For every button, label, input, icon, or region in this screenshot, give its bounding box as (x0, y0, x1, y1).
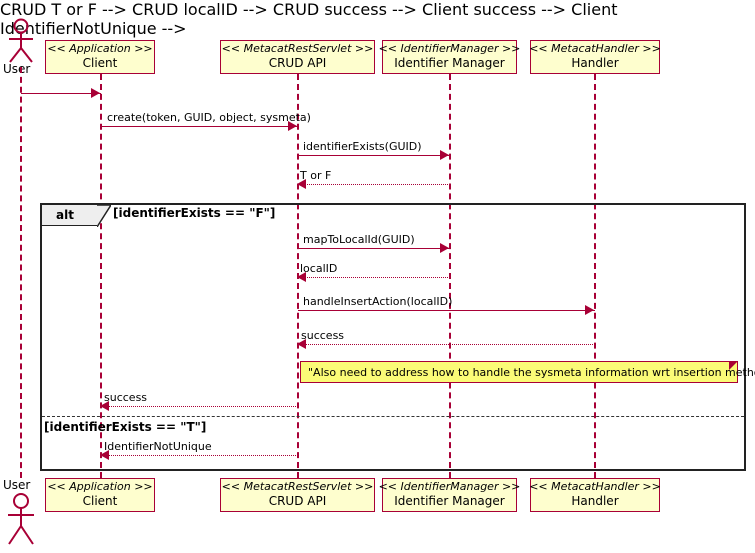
message-line-m9 (100, 455, 298, 456)
actor-user-top (5, 18, 37, 68)
actor-user-bottom-label: User (3, 478, 31, 492)
participant-stereotype: << Application >> (47, 480, 153, 494)
message-arrowhead-m4 (440, 243, 449, 253)
participant-box-idmgr-top[interactable]: << IdentifierManager >> Identifier Manag… (379, 40, 520, 74)
message-arrowhead-m2 (440, 150, 449, 160)
participant-stereotype: << IdentifierManager >> (378, 42, 521, 56)
actor-user-bottom (5, 492, 37, 553)
message-arrowhead-m5 (297, 272, 306, 282)
message-line-m6 (298, 310, 595, 311)
message-arrowhead-m6 (585, 305, 594, 315)
participant-box-crud-bottom[interactable]: << MetacatRestServlet >> CRUD API (220, 478, 375, 512)
message-line-m8 (100, 406, 298, 407)
message-arrowhead-m8 (100, 401, 109, 411)
note-sysmeta: "Also need to address how to handle the … (300, 361, 755, 383)
alt-branch-divider (42, 416, 744, 417)
participant-name: CRUD API (268, 56, 327, 71)
alt-tab-notch-icon (97, 205, 111, 227)
participant-box-client-bottom[interactable]: << Application >> Client (45, 478, 155, 512)
stick-figure-icon (8, 493, 34, 545)
participant-name: Client (82, 494, 118, 509)
message-arrowhead-m1 (288, 121, 297, 131)
lifeline-idmgr (449, 74, 451, 478)
alt-branch-1-condition: [identifierExists == "F"] (113, 206, 276, 220)
note-text: "Also need to address how to handle the … (308, 365, 755, 379)
note-fold-icon (729, 361, 738, 370)
participant-name: Handler (571, 494, 619, 509)
message-line-m4 (298, 248, 450, 249)
message-arrowhead-m3 (297, 179, 306, 189)
participant-name: Identifier Manager (394, 494, 505, 509)
message-label-m8: success (104, 391, 148, 404)
actor-user-top-label: User (3, 62, 31, 76)
message-arrowhead-m7 (297, 339, 306, 349)
message-label-m2: identifierExists(GUID) (303, 140, 422, 153)
participant-stereotype: << MetacatRestServlet >> (221, 42, 374, 56)
message-line-m2 (298, 155, 450, 156)
participant-stereotype: << Application >> (47, 42, 153, 56)
message-label-m7: success (301, 329, 345, 342)
message-label-m9: IdentifierNotUnique (104, 440, 212, 453)
participant-name: CRUD API (268, 494, 327, 509)
participant-name: Client (82, 56, 118, 71)
message-label-m6: handleInsertAction(localID) (303, 295, 453, 308)
message-label-m5: localID (300, 262, 338, 275)
participant-stereotype: << IdentifierManager >> (378, 480, 521, 494)
message-line-m1 (101, 126, 298, 127)
participant-box-client-top[interactable]: << Application >> Client (45, 40, 155, 74)
message-line-m7 (297, 344, 595, 345)
alt-fragment-frame (40, 203, 746, 471)
message-line-m3 (297, 184, 450, 185)
message-label-m4: mapToLocalId(GUID) (303, 233, 415, 246)
participant-stereotype: << MetacatRestServlet >> (221, 480, 374, 494)
lifeline-user (20, 67, 22, 478)
message-line-m0 (21, 93, 101, 94)
lifeline-client (100, 74, 102, 478)
stick-figure-icon (9, 18, 33, 63)
message-arrowhead-m0 (91, 88, 100, 98)
message-label-m1: create(token, GUID, object, sysmeta) (107, 111, 311, 124)
participant-box-idmgr-bottom[interactable]: << IdentifierManager >> Identifier Manag… (379, 478, 520, 512)
message-label-m3: T or F (300, 169, 332, 182)
alt-operator-label: alt (56, 208, 74, 222)
alt-branch-2-condition: [identifierExists == "T"] (44, 420, 207, 434)
alt-fragment-operator-tab: alt (42, 205, 98, 226)
participant-stereotype: << MetacatHandler >> (529, 42, 661, 56)
participant-box-handler-bottom[interactable]: << MetacatHandler >> Handler (529, 478, 661, 512)
participant-name: Identifier Manager (394, 56, 505, 71)
message-line-m5 (297, 277, 450, 278)
participant-stereotype: << MetacatHandler >> (529, 480, 661, 494)
lifeline-handler (594, 74, 596, 478)
participant-name: Handler (571, 56, 619, 71)
participant-box-crud-top[interactable]: << MetacatRestServlet >> CRUD API (220, 40, 375, 74)
message-arrowhead-m9 (100, 450, 109, 460)
participant-box-handler-top[interactable]: << MetacatHandler >> Handler (529, 40, 661, 74)
